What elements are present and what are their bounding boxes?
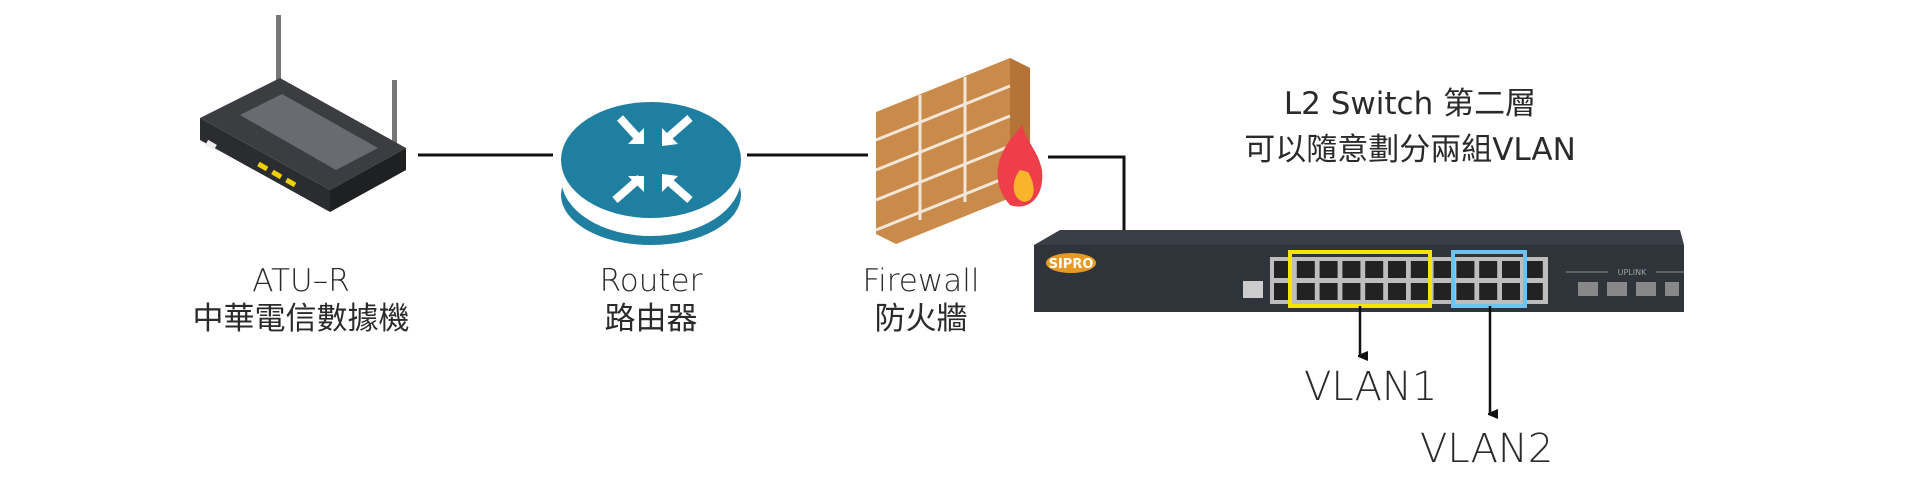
firewall-name: Firewall [862, 263, 980, 299]
switch-title-line2: 可以隨意劃分兩組VLAN [1244, 132, 1576, 168]
atu-r-subtitle: 中華電信數據機 [192, 301, 410, 337]
ethernet-port [1410, 283, 1429, 300]
atu-r-name: ATU–R [252, 263, 350, 299]
router-label: Router 路由器 [600, 262, 703, 338]
ethernet-port [1479, 283, 1498, 300]
ethernet-port [1388, 261, 1406, 278]
ethernet-port [1388, 283, 1406, 300]
vlan2-label: VLAN2 [1420, 426, 1554, 472]
router-subtitle: 路由器 [604, 301, 698, 337]
ethernet-port [1274, 261, 1292, 278]
switch-title-line1: L2 Switch 第二層 [1283, 86, 1537, 122]
ethernet-port [1410, 261, 1429, 278]
ethernet-port [1456, 283, 1475, 300]
ethernet-port [1342, 283, 1361, 300]
ethernet-port [1365, 283, 1384, 300]
atu-r-label: ATU–R 中華電信數據機 [193, 262, 410, 338]
l2-switch-icon: SIPRO UPLINK [1034, 230, 1684, 312]
ethernet-port [1433, 261, 1452, 278]
uplink-label: UPLINK [1618, 268, 1647, 277]
ethernet-port [1524, 261, 1543, 278]
router-icon [561, 102, 741, 245]
switch-brand-logo: SIPRO [1049, 257, 1094, 272]
ethernet-port [1365, 261, 1384, 278]
link-firewall-switch [1048, 155, 1126, 232]
ethernet-port [1502, 261, 1520, 278]
firewall-subtitle: 防火牆 [874, 301, 968, 337]
ethernet-port [1479, 261, 1498, 278]
ethernet-port [1342, 261, 1361, 278]
router-name: Router [599, 263, 703, 299]
firewall-label: Firewall 防火牆 [863, 262, 980, 338]
ethernet-port [1296, 283, 1315, 300]
ethernet-port [1319, 261, 1338, 278]
modem-icon [200, 15, 406, 212]
ethernet-port [1274, 283, 1292, 300]
ethernet-port [1296, 261, 1315, 278]
firewall-icon [875, 58, 1043, 244]
ethernet-port [1433, 283, 1452, 300]
ethernet-port [1502, 283, 1520, 300]
vlan1-label: VLAN1 [1304, 364, 1438, 410]
ethernet-port [1456, 261, 1475, 278]
ethernet-port [1319, 283, 1338, 300]
ethernet-port [1524, 283, 1543, 300]
